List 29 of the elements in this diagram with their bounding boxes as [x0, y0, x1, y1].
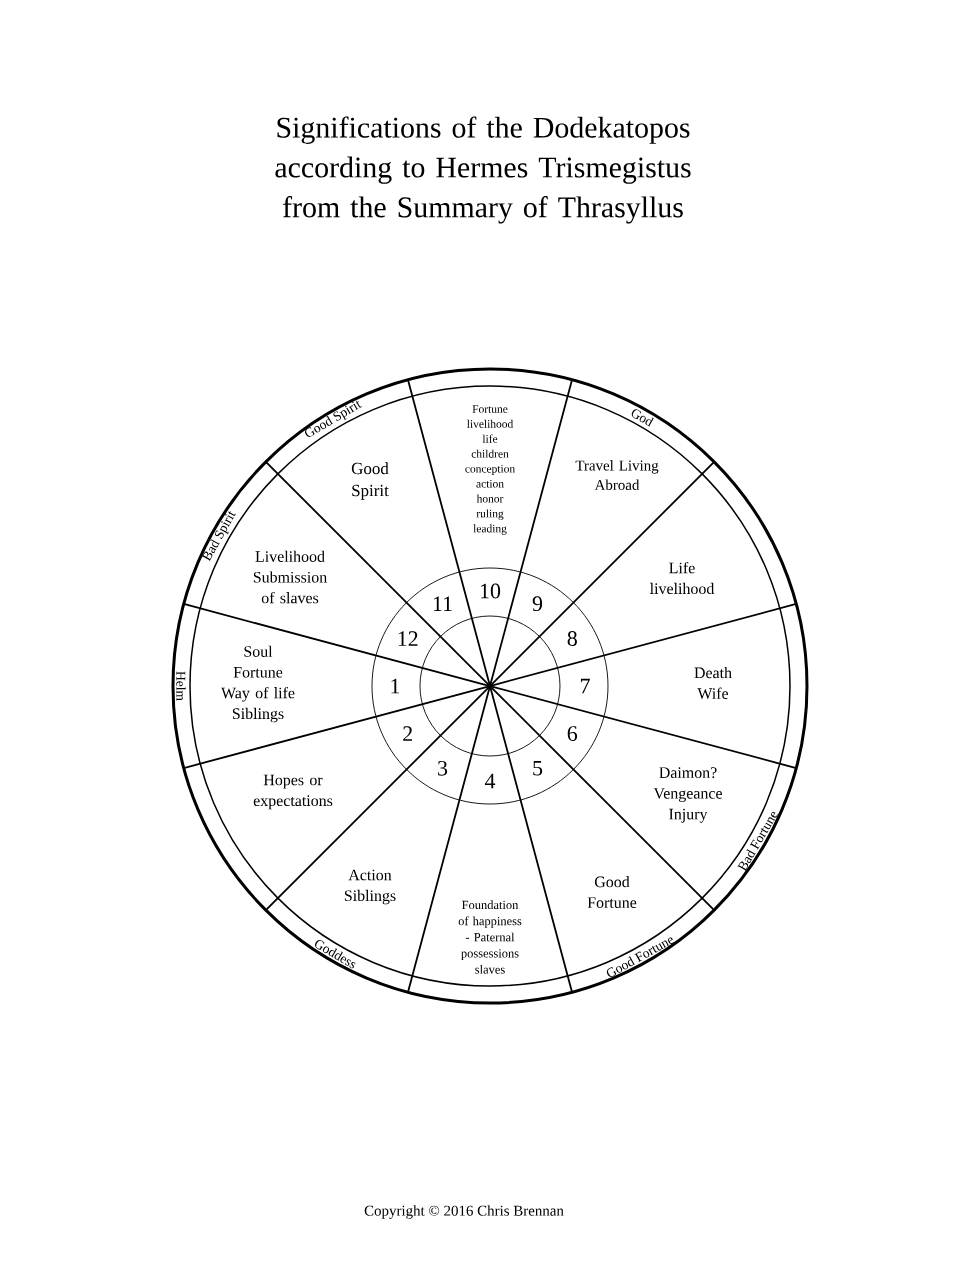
- house-text: Travel Living Abroad: [575, 460, 659, 490]
- house-number: 8: [567, 631, 577, 646]
- house-text: Fortune livelihood life children conception action honor ruling leading: [465, 405, 515, 535]
- house-number: 6: [567, 726, 578, 741]
- house-number: 10: [480, 583, 501, 599]
- band-label: Bad Spirit: [201, 511, 236, 562]
- house-number: 7: [580, 678, 590, 694]
- band-label: Helm: [176, 671, 186, 701]
- house-number: 3: [438, 760, 448, 776]
- house-number: 9: [532, 596, 543, 612]
- house-text: Daimon? Vengeance Injury: [653, 767, 722, 823]
- house-text: Death Wife: [694, 667, 732, 699]
- house-text: Action Siblings: [344, 869, 396, 905]
- title: Significations of the Dodekatopos according to Hermes Trismegistus from the Summary of Thrasyllus: [275, 116, 691, 224]
- house-text: Good Spirit: [351, 462, 389, 500]
- house-text: Livelihood Submission of slaves: [253, 550, 327, 604]
- house-number: 2: [403, 726, 412, 741]
- house-text: Life livelihood: [650, 561, 715, 595]
- house-text: Good Fortune: [587, 876, 637, 908]
- house-number: 11: [433, 596, 452, 611]
- house-number: 4: [484, 773, 496, 789]
- house-text: Hopes or expectations: [253, 774, 333, 810]
- house-number: 5: [533, 761, 543, 776]
- house-text: Foundation of happiness - Paternal possessions slaves: [458, 900, 522, 974]
- house-text: Soul Fortune Way of life Siblings: [221, 645, 295, 723]
- house-number: 1: [391, 678, 400, 694]
- house-number: 12: [398, 631, 418, 646]
- copyright-notice: Copyright © 2016 Chris Brennan: [364, 1205, 564, 1219]
- band-label: God: [631, 409, 654, 427]
